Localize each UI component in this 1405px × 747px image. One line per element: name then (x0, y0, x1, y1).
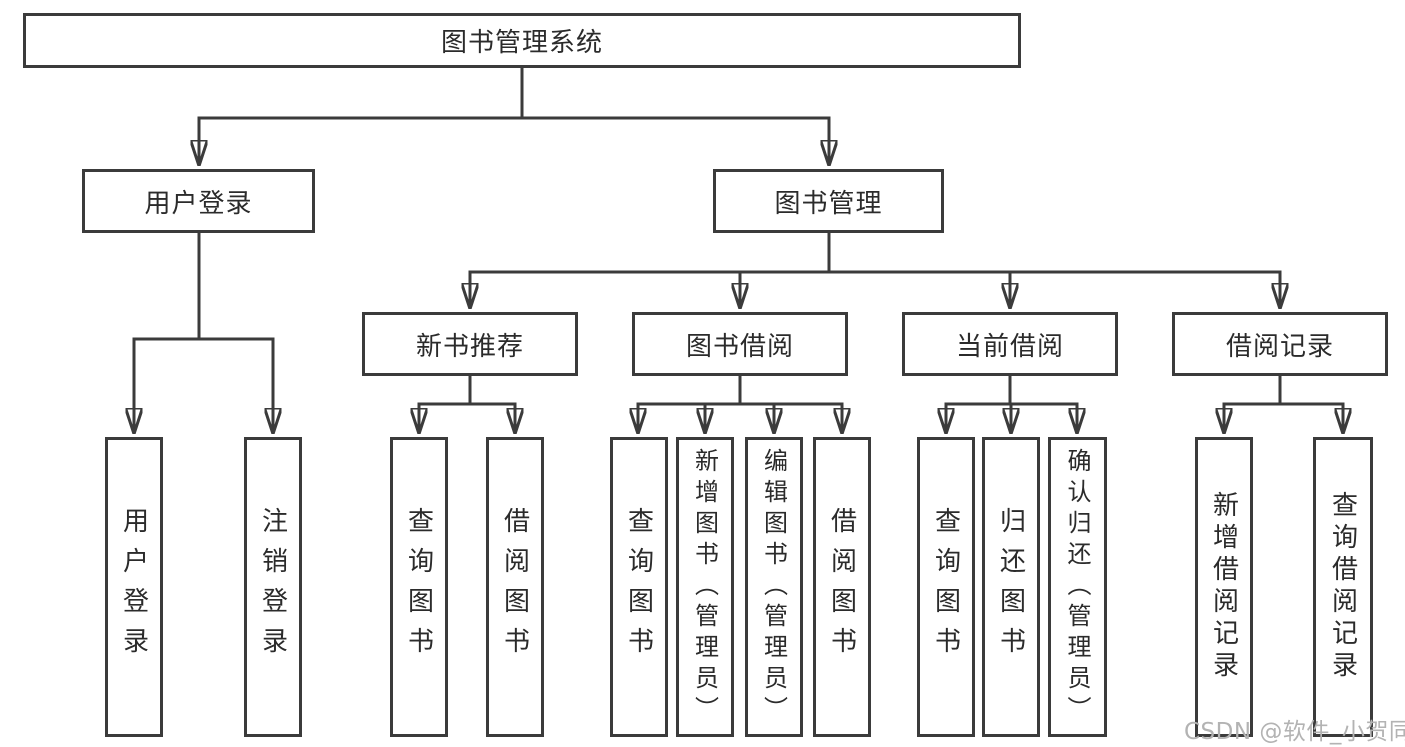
leaf-query-borrow-record: 查询借阅记录 (1313, 437, 1373, 737)
leaf-borrow-books-recommend: 借阅图书 (486, 437, 544, 737)
node-new-book-recommend: 新书推荐 (362, 312, 578, 376)
node-current-borrow: 当前借阅 (902, 312, 1118, 376)
node-book-borrow: 图书借阅 (632, 312, 848, 376)
leaf-logout: 注销登录 (244, 437, 302, 737)
node-book-management: 图书管理 (713, 169, 944, 233)
leaf-query-books-current: 查询图书 (917, 437, 975, 737)
node-root: 图书管理系统 (23, 13, 1021, 68)
leaf-query-books-borrow: 查询图书 (610, 437, 668, 737)
leaf-add-book-admin: 新增图书（管理员） (676, 437, 734, 737)
leaf-add-borrow-record: 新增借阅记录 (1195, 437, 1253, 737)
node-user-login: 用户登录 (82, 169, 315, 233)
leaf-borrow-books-2: 借阅图书 (813, 437, 871, 737)
watermark: CSDN @软件_小贺同学 (1184, 719, 1405, 745)
leaf-edit-book-admin: 编辑图书（管理员） (745, 437, 803, 737)
leaf-query-books-recommend: 查询图书 (390, 437, 448, 737)
node-borrow-records: 借阅记录 (1172, 312, 1388, 376)
leaf-confirm-return-admin: 确认归还（管理员） (1048, 437, 1107, 737)
leaf-user-login: 用户登录 (105, 437, 163, 737)
leaf-return-book: 归还图书 (982, 437, 1040, 737)
